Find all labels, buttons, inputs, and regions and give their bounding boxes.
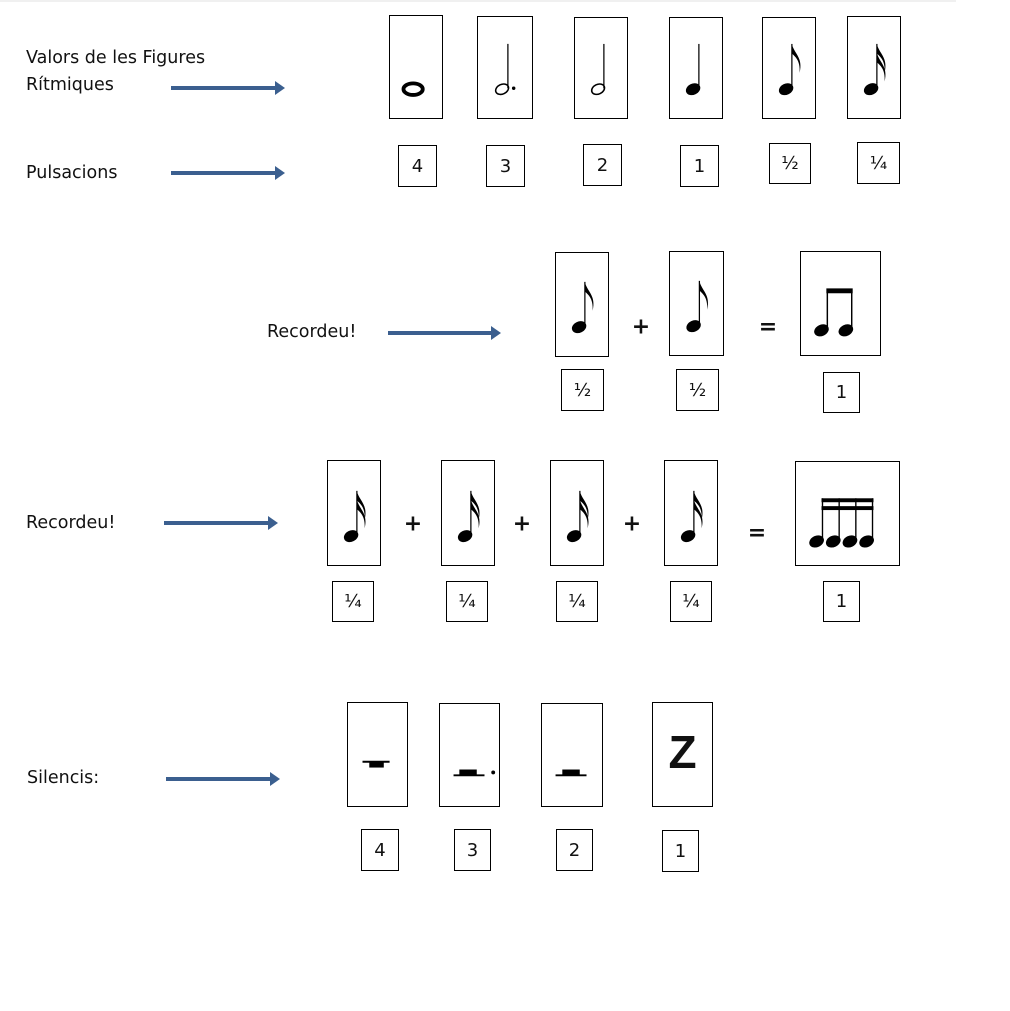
rests-label: Silencis:	[27, 768, 100, 788]
beat-value: 1	[662, 830, 699, 872]
beat-value: ¼	[556, 581, 598, 622]
dotted-half-note-icon	[494, 43, 516, 96]
beat-value: ¼	[670, 581, 712, 622]
sixteenth-note-icon	[863, 43, 886, 96]
half-note-box	[574, 17, 628, 119]
quarter-note-box	[669, 17, 723, 119]
half-rest-icon	[555, 769, 587, 777]
plus-sign: +	[631, 314, 651, 340]
beat-value: ½	[561, 369, 604, 411]
sixteenth-note-icon	[343, 490, 366, 543]
whole-rest-box	[347, 702, 408, 807]
dotted-half-note-box	[477, 16, 533, 119]
divider	[0, 0, 956, 2]
four-beamed-sixteenths-icon	[809, 498, 874, 548]
sixteenth-note-icon	[680, 490, 703, 543]
half-note-icon	[590, 43, 606, 96]
two-beamed-eighths-box	[800, 251, 881, 356]
remember-label-2: Recordeu!	[26, 513, 116, 533]
plus-sign: +	[512, 511, 532, 537]
arrow-icon	[388, 326, 501, 340]
equals-sign: =	[747, 520, 767, 546]
quarter-rest-icon: Z	[668, 726, 697, 778]
beat-value: 2	[556, 829, 593, 871]
eighth-note-icon	[778, 43, 801, 96]
beat-value: 3	[454, 829, 491, 871]
half-rest-box	[541, 703, 603, 807]
arrow-icon	[166, 772, 280, 786]
plus-sign: +	[403, 511, 423, 537]
eighth-note-box	[555, 252, 609, 357]
beat-value: 4	[361, 829, 399, 871]
beat-value: 4	[398, 145, 437, 187]
sixteenth-note-box	[550, 460, 604, 566]
beat-value: 2	[583, 144, 622, 186]
eighth-note-box	[669, 251, 724, 356]
sixteenth-note-box	[441, 460, 495, 566]
beat-value: 1	[680, 145, 719, 187]
whole-rest-icon	[362, 760, 390, 768]
arrow-icon	[171, 166, 285, 180]
remember-label-1: Recordeu!	[267, 322, 357, 342]
whole-note-icon	[401, 81, 425, 97]
eighth-note-icon	[571, 281, 594, 334]
beat-value: 1	[823, 581, 860, 622]
sixteenth-note-icon	[566, 490, 589, 543]
two-beamed-eighths-icon	[814, 288, 854, 337]
plus-sign: +	[622, 511, 642, 537]
beat-value: ¼	[332, 581, 374, 622]
sixteenth-note-box	[327, 460, 381, 566]
whole-note-box	[389, 15, 443, 119]
figures-label-2: Rítmiques	[26, 75, 114, 95]
arrow-icon	[164, 516, 278, 530]
beat-value: ½	[676, 369, 719, 411]
sixteenth-note-box	[664, 460, 718, 566]
beat-value: ¼	[857, 142, 900, 184]
sixteenth-note-box	[847, 16, 901, 119]
eighth-note-icon	[686, 280, 709, 333]
sixteenth-note-icon	[457, 490, 480, 543]
quarter-note-icon	[685, 43, 701, 96]
beat-value: 1	[823, 372, 860, 413]
beat-value: ½	[769, 143, 811, 184]
figures-label: Valors de les Figures	[26, 48, 206, 68]
equals-sign: =	[758, 314, 778, 340]
dotted-half-rest-box	[439, 703, 500, 807]
four-beamed-sixteenths-box	[795, 461, 900, 566]
arrow-icon	[171, 81, 285, 95]
eighth-note-box	[762, 17, 816, 119]
pulse-label: Pulsacions	[26, 163, 118, 183]
dotted-half-rest-icon	[453, 769, 496, 777]
quarter-rest-box: Z	[652, 702, 713, 807]
beat-value: 3	[486, 145, 525, 187]
beat-value: ¼	[446, 581, 488, 622]
